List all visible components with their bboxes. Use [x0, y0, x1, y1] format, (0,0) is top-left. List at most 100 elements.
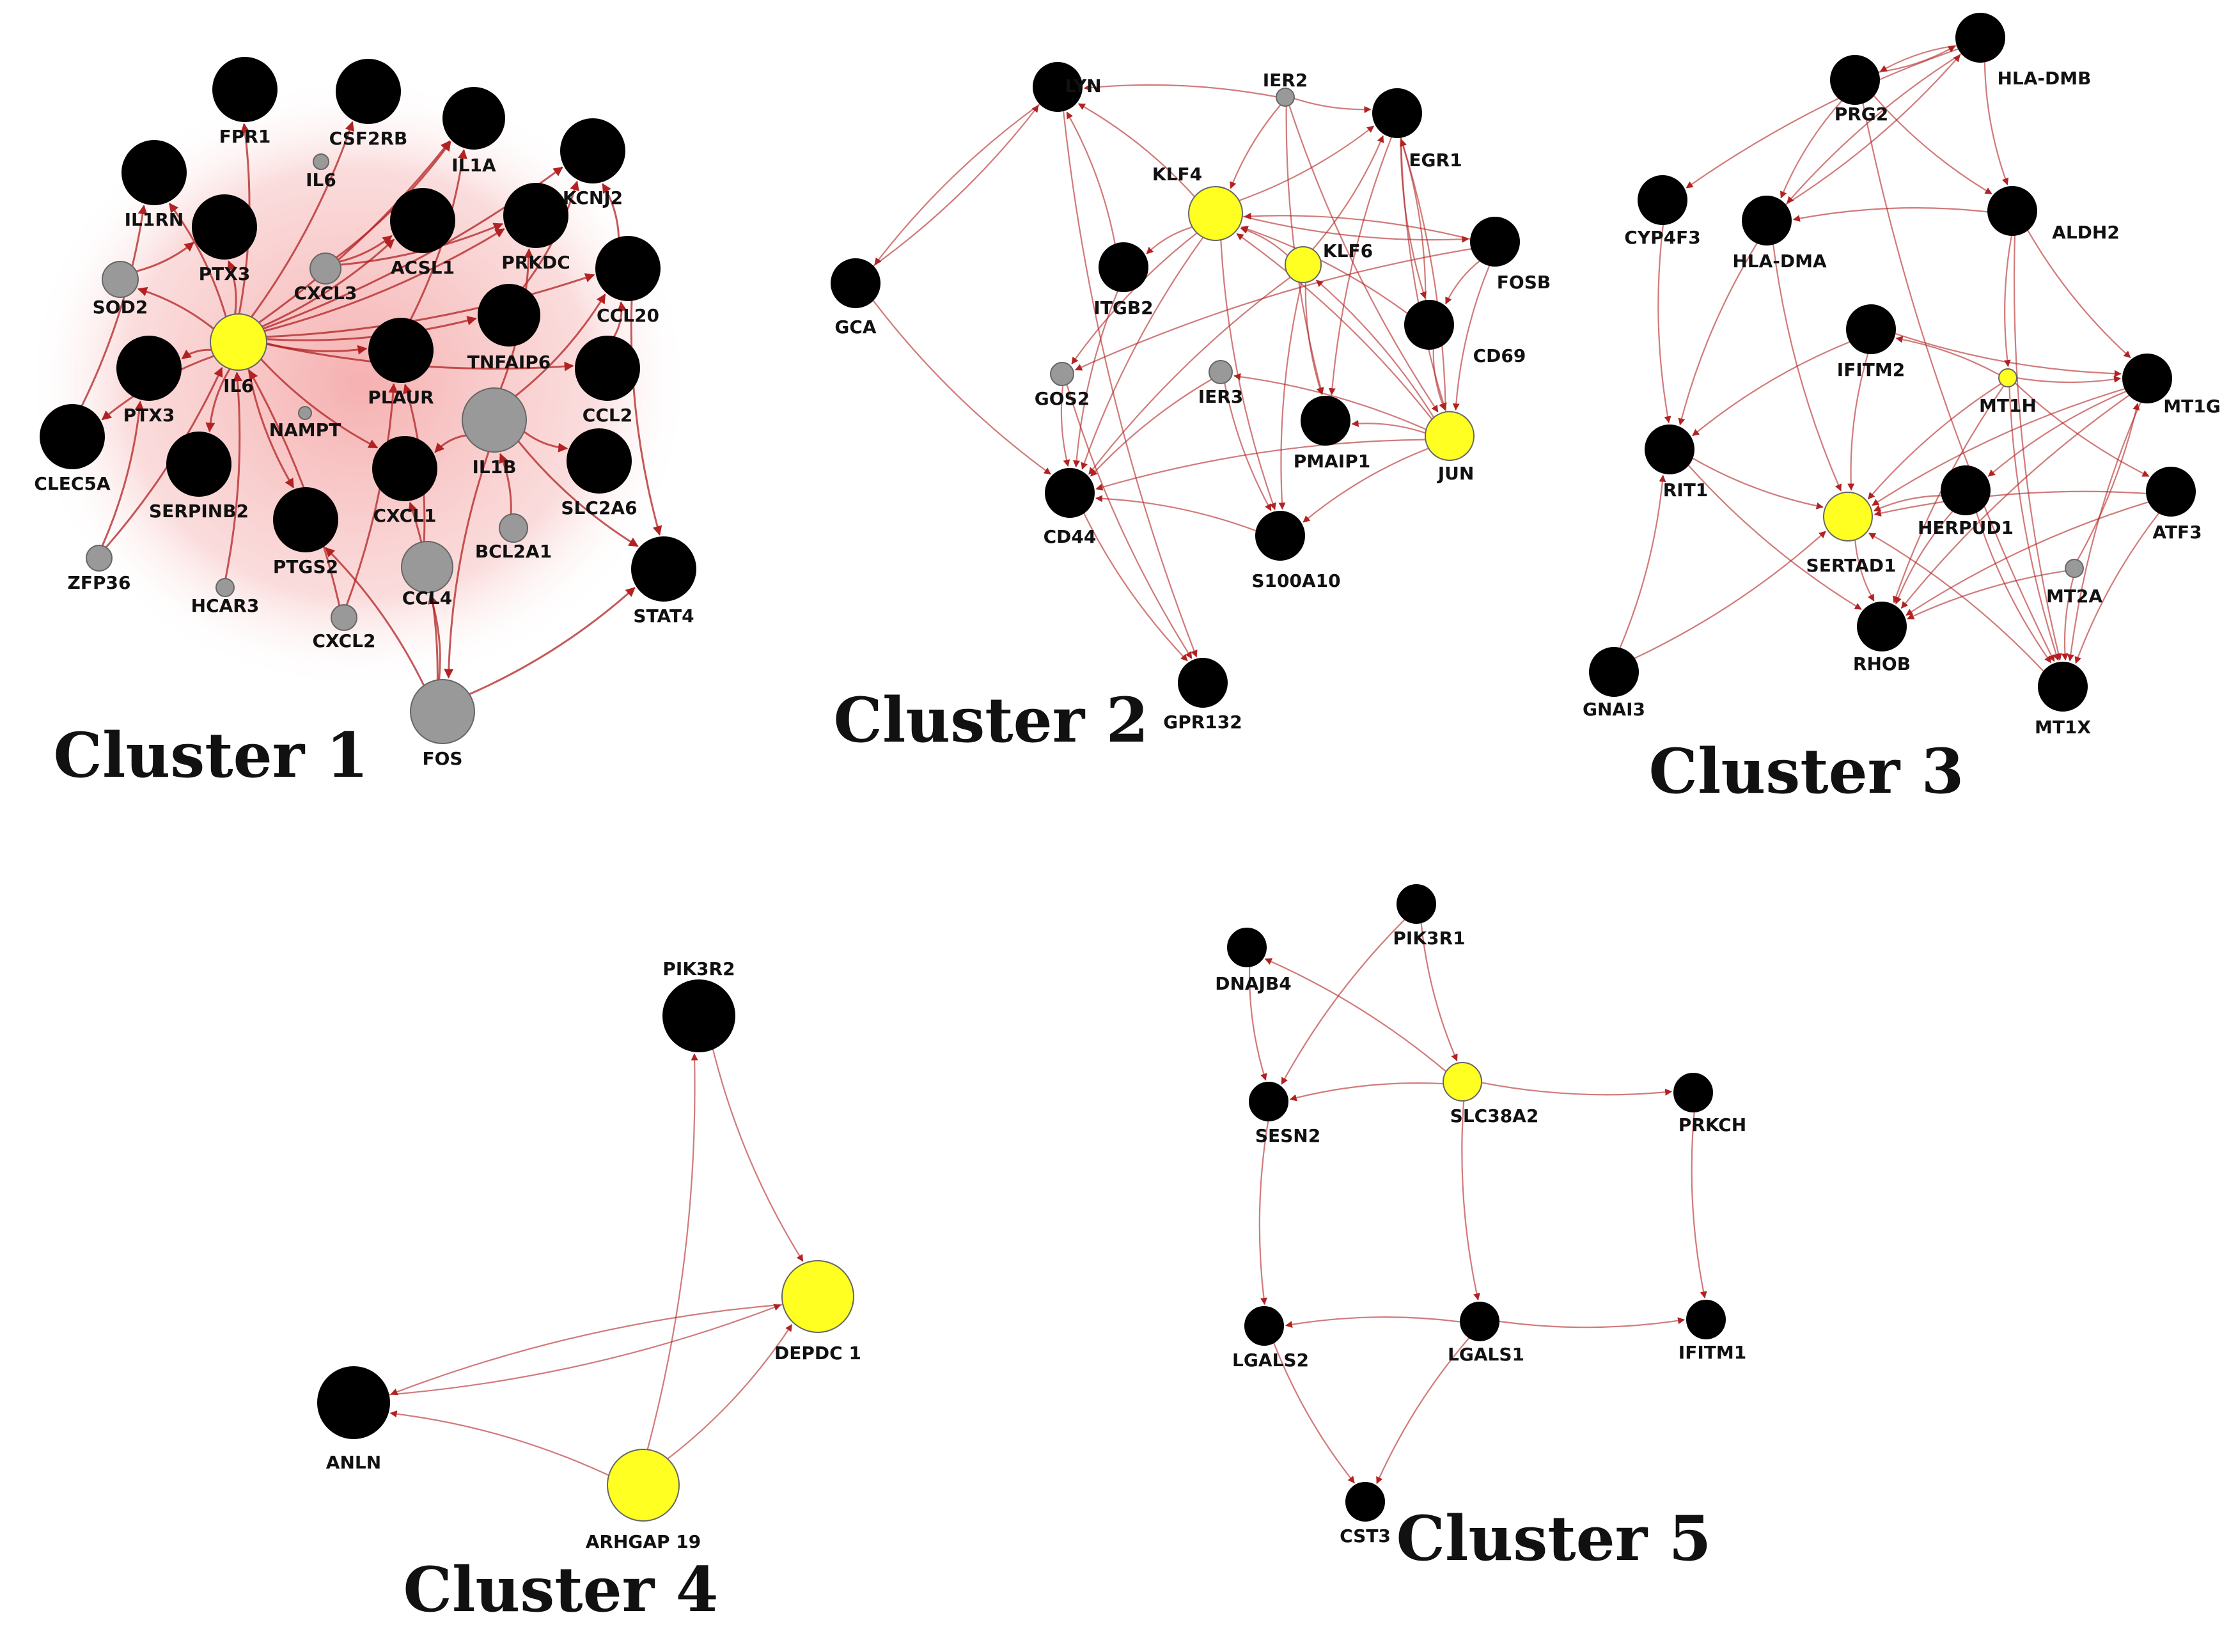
edge-HLA-DMB-to-PRG2	[1879, 45, 1958, 72]
edge-FOSB-to-GOS2	[1075, 248, 1472, 371]
node-label-ACSL1: ACSL1	[391, 257, 455, 278]
node-ANLN	[317, 1366, 390, 1439]
node-label-PTGS2: PTGS2	[273, 556, 338, 577]
node-label-IL1RN: IL1RN	[125, 209, 184, 230]
node-label-PTX3a: PTX3	[199, 263, 251, 284]
node-PRKCH	[1673, 1073, 1713, 1112]
edge-GOS2-to-GPR132	[1066, 384, 1193, 659]
edge-PIK3R1-to-SLC38A2	[1420, 922, 1458, 1062]
node-label-PIK3R2: PIK3R2	[662, 958, 735, 979]
node-label-ATF3: ATF3	[2152, 522, 2202, 543]
edge-EGR1-to-CD69	[1400, 137, 1427, 299]
node-MT1H	[1998, 368, 2017, 387]
node-PIK3R1	[1397, 884, 1436, 924]
node-HLA-DMA	[1742, 196, 1792, 245]
node-label-IER2: IER2	[1263, 70, 1308, 91]
edge-ZFP36-to-PTX3b	[101, 400, 145, 547]
node-ARHGAP19	[607, 1449, 680, 1522]
node-label-SESN2: SESN2	[1255, 1125, 1320, 1146]
edge-CD69-to-KLF4	[1240, 226, 1408, 315]
edge-SLC38A2-to-LGALS1	[1461, 1100, 1480, 1301]
edge-LYN-to-GCA	[874, 103, 1041, 265]
node-label-CCL2: CCL2	[583, 405, 632, 426]
edge-MT1G-to-RHOB	[1900, 394, 2130, 609]
node-label-CD44: CD44	[1044, 526, 1097, 547]
node-label-MT2A: MT2A	[2046, 586, 2102, 607]
node-CD69	[1404, 300, 1454, 350]
node-label-GOS2: GOS2	[1035, 388, 1090, 409]
node-label-HERPUD1: HERPUD1	[1918, 517, 2014, 538]
edge-KLF4-to-ITGB2	[1146, 226, 1193, 254]
node-HERPUD1	[1941, 465, 1991, 515]
edge-GCA-to-CD44	[872, 299, 1051, 475]
node-label-LGALS1: LGALS1	[1448, 1344, 1524, 1365]
edge-PRG2-to-MT1X	[1862, 102, 2055, 662]
cluster-1-title: Cluster 1	[54, 719, 369, 791]
edge-JUN-to-S100A10	[1303, 448, 1429, 523]
node-ACSL1	[390, 188, 455, 253]
node-NAMPT	[298, 406, 312, 420]
node-IER2	[1276, 88, 1295, 107]
edge-MT1H-to-MT1G	[2016, 375, 2122, 384]
edge-CCL2-to-CCL20	[613, 301, 627, 338]
edge-IL6-to-ACSL1	[262, 238, 395, 328]
node-label-IFITM2: IFITM2	[1837, 359, 1905, 380]
edge-ARHGAP19-to-DEPDC1	[667, 1324, 793, 1460]
node-label-HLA-DMA: HLA-DMA	[1732, 251, 1827, 272]
edge-MT1G-to-HERPUD1	[1987, 390, 2127, 477]
node-label-PLAUR: PLAUR	[368, 387, 434, 408]
edge-SLC38A2-to-SESN2	[1289, 1082, 1444, 1102]
edge-GOS2-to-CD44	[1060, 385, 1070, 467]
edge-PIK3R2-to-DEPDC1	[712, 1048, 804, 1262]
edge-PRG2-to-HLA-DMB	[1877, 45, 1956, 73]
node-RHOB	[1857, 602, 1907, 651]
node-label-PIK3R1: PIK3R1	[1393, 928, 1465, 949]
cluster-5-title: Cluster 5	[1397, 1502, 1712, 1575]
node-IL1B	[462, 387, 527, 453]
edge-GNAI3-to-RIT1	[1619, 474, 1666, 649]
edge-ALDH2-to-HLA-DMA	[1792, 207, 1989, 222]
node-CCL20	[595, 236, 661, 301]
node-label-CCL4: CCL4	[402, 588, 452, 609]
node-label-SLC38A2: SLC38A2	[1450, 1105, 1539, 1126]
edge-IL1B-to-FOS	[444, 451, 490, 679]
node-SERPINB2	[166, 432, 231, 497]
edge-IER3-to-CD44	[1090, 378, 1212, 477]
edge-RIT1-to-RHOB	[1687, 464, 1862, 611]
node-label-LGALS2: LGALS2	[1232, 1350, 1309, 1371]
edge-LGALS1-to-CST3	[1376, 1337, 1470, 1484]
edge-ARHGAP19-to-PIK3R2	[646, 1053, 698, 1450]
node-PLAUR	[368, 318, 434, 383]
node-label-PMAIP1: PMAIP1	[1294, 451, 1370, 472]
cluster-2-title: Cluster 2	[834, 684, 1149, 756]
node-S100A10	[1255, 511, 1305, 561]
edge-IL1B-to-CXCL1	[434, 434, 467, 453]
node-RIT1	[1645, 425, 1694, 474]
edge-HLA-DMA-to-HLA-DMB	[1785, 54, 1960, 206]
edge-KLF6-to-EGR1	[1311, 135, 1384, 250]
edge-CD69-to-EGR1	[1400, 139, 1427, 301]
edge-HLA-DMB-to-ALDH2	[1984, 61, 2009, 185]
edge-KLF6-to-S100A10	[1278, 282, 1303, 510]
edge-RIT1-to-SERTAD1	[1692, 457, 1824, 510]
node-IER3	[1209, 360, 1233, 384]
node-CD44	[1045, 468, 1095, 518]
edge-ALDH2-to-MT1H	[2003, 235, 2013, 368]
edge-JUN-to-IER3	[1233, 373, 1427, 430]
edge-PIK3R1-to-SESN2	[1281, 919, 1405, 1085]
edge-HCAR3-to-IL6	[224, 371, 243, 579]
node-label-GNAI3: GNAI3	[1583, 699, 1645, 720]
edge-LGALS2-to-CST3	[1272, 1342, 1355, 1484]
edge-SLC38A2-to-DNAJB4	[1264, 958, 1447, 1072]
node-label-RHOB: RHOB	[1853, 653, 1911, 674]
edge-MT2A-to-MT1X	[2061, 577, 2074, 661]
edge-LYN-to-GPR132	[1062, 110, 1198, 658]
edge-IL1B-to-SLC2A6	[523, 430, 568, 453]
edge-IL6-to-PTX3b	[181, 348, 212, 360]
edge-IER2-to-EGR1	[1294, 97, 1372, 113]
node-label-FOSB: FOSB	[1497, 272, 1551, 293]
edge-HLA-DMB-to-HLA-DMA	[1787, 52, 1962, 204]
edge-KLF4-to-LYN	[1077, 103, 1196, 198]
node-label-JUN: JUN	[1437, 463, 1475, 484]
node-label-IL6a: IL6	[306, 169, 336, 191]
